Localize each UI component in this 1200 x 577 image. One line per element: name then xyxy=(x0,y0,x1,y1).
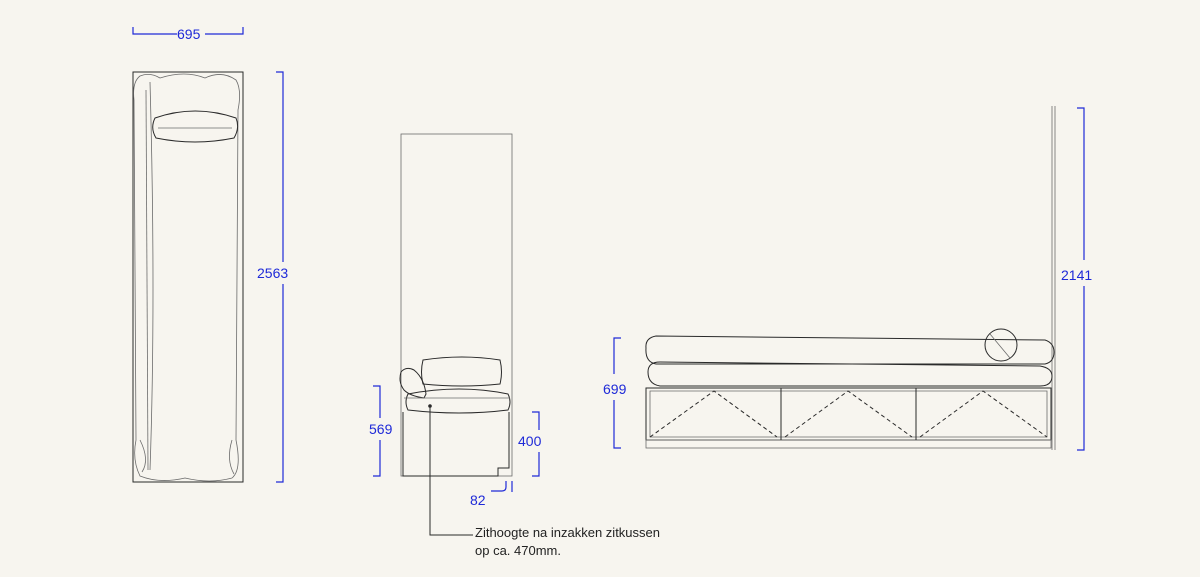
front-view-door-3-swing xyxy=(919,390,1048,438)
dim-side-seat-lower xyxy=(532,452,540,477)
top-view-fold xyxy=(139,439,146,473)
note-leader-dot xyxy=(428,404,432,408)
dim-top-length-label: 2563 xyxy=(257,265,288,281)
dim-front-wall-label: 2141 xyxy=(1061,267,1092,283)
dim-top-length-lower xyxy=(276,284,284,483)
dim-side-total-upper xyxy=(373,385,381,418)
top-view-edge-line xyxy=(145,89,149,471)
dim-front-height-upper xyxy=(613,337,621,374)
dim-front-wall-upper xyxy=(1077,107,1085,260)
dim-side-offset-line xyxy=(491,481,507,492)
front-view-bolster-line xyxy=(989,333,1011,359)
side-view-back-pillow xyxy=(421,356,502,387)
front-view: 699 2141 xyxy=(603,106,1092,451)
dim-side-offset-label: 82 xyxy=(470,492,486,508)
side-view-seat-cushion xyxy=(405,388,511,414)
dim-side-seat-label: 400 xyxy=(518,433,542,449)
dim-side-seat-upper xyxy=(532,411,540,430)
side-view: 569 400 82 xyxy=(369,133,542,536)
side-view-wall xyxy=(400,133,513,477)
front-view-back-roll xyxy=(645,335,1055,365)
side-view-armrest xyxy=(399,367,427,399)
top-view-fold-right xyxy=(229,439,235,475)
top-view: 695 2563 xyxy=(132,26,288,483)
top-view-pillow xyxy=(152,110,239,143)
top-view-body xyxy=(133,73,240,482)
note-line-1: Zithoogte na inzakken zitkussen xyxy=(475,525,660,540)
front-view-bolster xyxy=(984,328,1018,362)
front-view-door-2-swing xyxy=(784,390,913,438)
note-line-2: op ca. 470mm. xyxy=(475,543,561,558)
front-view-base-inner xyxy=(649,390,1048,438)
top-view-armrest-line xyxy=(149,81,154,471)
dim-front-height-label: 699 xyxy=(603,381,627,397)
dim-top-width-right xyxy=(205,27,244,35)
note-leader-line xyxy=(429,406,473,536)
dim-side-total-label: 569 xyxy=(369,421,393,437)
side-view-base xyxy=(402,412,510,477)
dim-front-height-lower xyxy=(613,400,621,449)
dim-top-width-left xyxy=(132,27,177,35)
dim-top-length-upper xyxy=(276,71,284,262)
dim-front-wall-lower xyxy=(1077,286,1085,451)
front-view-seat-cushion xyxy=(647,361,1053,387)
dim-side-total-lower xyxy=(373,440,381,477)
front-view-plinth xyxy=(645,439,1052,449)
dim-top-width-label: 695 xyxy=(177,26,201,42)
front-view-door-1-swing xyxy=(649,390,778,438)
top-view-outline xyxy=(132,71,244,483)
seat-height-note: Zithoogte na inzakken zitkussen op ca. 4… xyxy=(475,524,660,560)
